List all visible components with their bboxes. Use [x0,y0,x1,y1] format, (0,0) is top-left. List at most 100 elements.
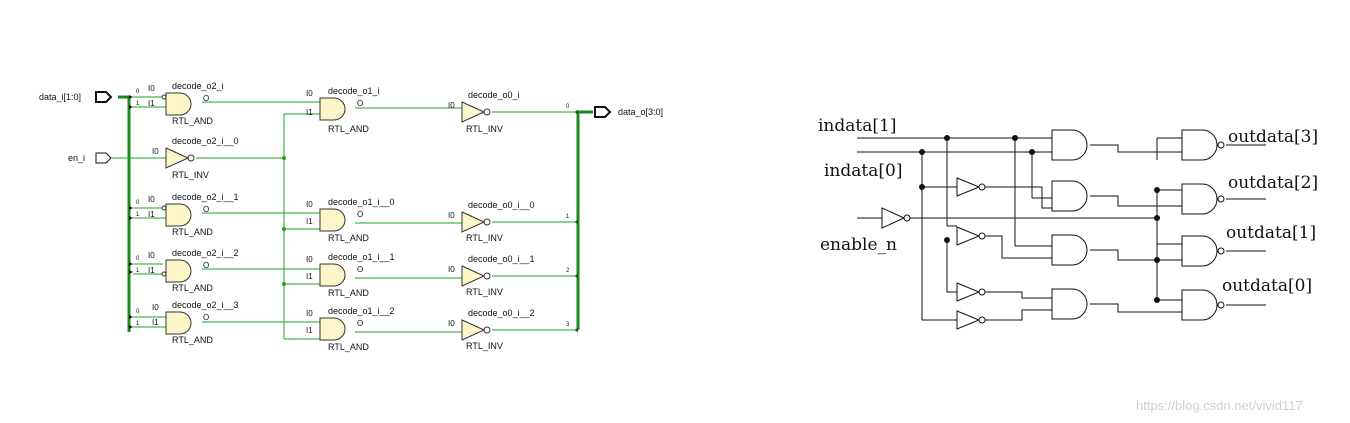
cell-name: decode_o2_i__3 [172,300,239,310]
pin-o: O [203,205,209,214]
port-en-i: en_i [68,152,112,164]
pin-o: O [357,265,363,274]
bus-index-label: 0 [566,104,570,110]
and-gate-4 [1051,288,1088,320]
pin-i0: I0 [448,319,455,328]
pin-i1: I1 [306,217,313,226]
pin-i1: I1 [306,272,313,281]
cell-name: decode_o0_i__2 [468,308,535,318]
pin-i0: I0 [306,89,313,98]
cell-type: RTL_AND [172,227,213,237]
output-label-outdata-1: outdata[1] [1226,223,1316,243]
cell-decode-o1-i-1: I0 I1 O decode_o1_i__1 RTL_AND [306,252,395,298]
gate-schematic: indata[1] indata[0] enable_n outdata[3] … [818,116,1318,330]
cell-type: RTL_AND [328,288,369,298]
bus-index-label: 0 [136,309,140,315]
pin-i0: I0 [148,84,155,93]
nand-gate-outdata-2 [1181,183,1225,215]
pin-i1: I1 [148,210,155,219]
inverter-c [956,282,986,302]
rtl-schematic: 0 1 0 1 0 1 0 1 0 1 2 3 data_i[1:0] en_i… [39,81,663,352]
cell-type: RTL_INV [466,287,503,297]
pin-o: O [357,210,363,219]
and-gate-1 [1051,129,1088,161]
cell-type: RTL_AND [172,335,213,345]
inverter-a [956,177,986,197]
cell-decode-o0-i-1: I0 decode_o0_i__1 RTL_INV [448,254,535,297]
cell-name: decode_o1_i [328,86,380,96]
nand-gate-outdata-3 [1181,129,1225,161]
cell-decode-o0-i: I0 decode_o0_i RTL_INV [448,90,520,134]
pin-i0: I0 [152,303,159,312]
cell-name: decode_o2_i [172,81,224,91]
cell-decode-o0-i-2: I0 decode_o0_i__2 RTL_INV [448,308,535,351]
pin-i0: I0 [306,309,313,318]
cell-name: decode_o2_i__0 [172,136,239,146]
cell-type: RTL_AND [328,233,369,243]
pin-o: O [203,313,209,322]
pin-o: O [357,99,363,108]
pin-i0: I0 [448,265,455,274]
watermark: https://blog.csdn.net/vivid117 [1136,398,1303,413]
pin-i0: I0 [448,211,455,220]
and-gate-2 [1051,180,1088,212]
port-label-en-i: en_i [68,153,85,163]
cell-decode-o1-i-2: I0 I1 O decode_o1_i__2 RTL_AND [306,306,395,352]
pin-o: O [357,319,363,328]
cell-type: RTL_AND [328,342,369,352]
pin-i1: I1 [306,108,313,117]
output-label-outdata-0: outdata[0] [1222,276,1312,296]
cell-decode-o2-i: I0 I1 O decode_o2_i RTL_AND [148,81,224,126]
cell-decode-o2-i-3: I0 I1 O decode_o2_i__3 RTL_AND [152,300,239,345]
port-data-o: data_o[3:0] [594,106,663,118]
input-bus-data-i [118,95,131,332]
inverter-b [956,226,986,246]
pin-i0: I0 [306,255,313,264]
pin-i0: I0 [448,101,455,110]
pin-o: O [203,261,209,270]
pin-i0: I0 [152,147,159,156]
cell-decode-o2-i-1: I0 I1 O decode_o2_i__1 RTL_AND [148,192,239,237]
nand-gate-outdata-1 [1181,235,1225,267]
cell-name: decode_o2_i__2 [172,248,239,258]
rtl-junctions [282,156,286,286]
pin-i1: I1 [306,326,313,335]
bus-index-label: 1 [136,212,140,218]
bus-index-label: 1 [136,268,140,274]
bus-index-label: 1 [136,321,140,327]
bus-index-label: 0 [136,200,140,206]
port-data-i: data_i[1:0] [39,91,113,103]
pin-o: O [203,94,209,103]
cell-name: decode_o0_i__1 [468,254,535,264]
output-label-outdata-2: outdata[2] [1228,173,1318,193]
and-gate-3 [1051,234,1088,266]
bus-index-label: 1 [136,101,140,107]
inverter-d [956,310,986,330]
cell-decode-o1-i: I0 I1 O decode_o1_i RTL_AND [306,86,380,134]
cell-decode-o0-i-0: I0 decode_o0_i__0 RTL_INV [448,200,535,243]
cell-type: RTL_INV [466,124,503,134]
cell-name: decode_o1_i__0 [328,197,395,207]
cell-decode-o2-i-2: I0 I1 O decode_o2_i__2 RTL_AND [148,248,239,293]
cell-type: RTL_INV [466,341,503,351]
cell-name: decode_o1_i__1 [328,252,395,262]
pin-i1: I1 [148,99,155,108]
pin-i0: I0 [306,200,313,209]
cell-type: RTL_AND [172,283,213,293]
pin-i1: I1 [148,266,155,275]
cell-type: RTL_AND [172,116,213,126]
nand-gate-outdata-0 [1181,289,1225,321]
bus-index-label: 3 [566,322,570,328]
rtl-wires [111,96,578,340]
input-label-indata-1: indata[1] [818,116,896,136]
cell-name: decode_o2_i__1 [172,192,239,202]
cell-name: decode_o0_i [468,90,520,100]
bus-index-label: 0 [136,256,140,262]
inverter-enable [881,207,911,229]
port-label-data-i: data_i[1:0] [39,92,81,102]
cell-name: decode_o1_i__2 [328,306,395,316]
bus-index-label: 0 [136,89,140,95]
bus-index-label: 2 [566,268,570,274]
input-label-indata-0: indata[0] [824,161,902,181]
